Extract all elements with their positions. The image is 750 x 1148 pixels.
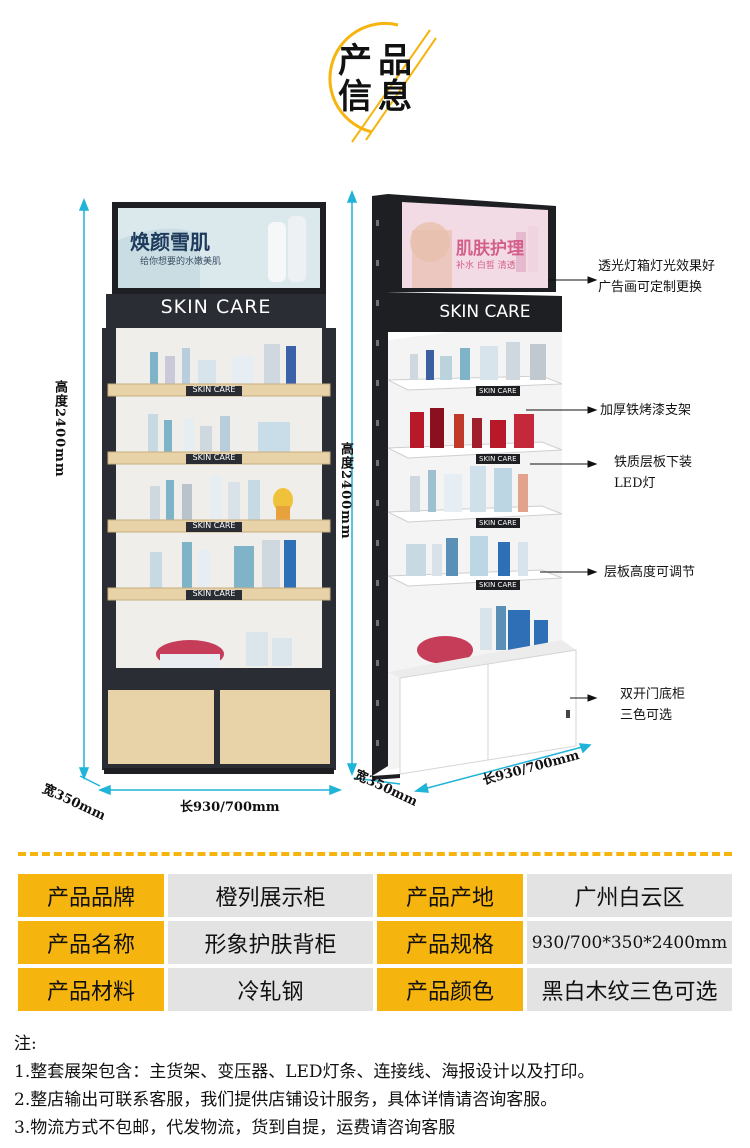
spec-value: 930/700*350*2400mm: [527, 921, 732, 964]
left-poster-subtitle: 给你想要的水嫩美肌: [140, 257, 222, 267]
right-top-sign: SKIN CARE: [439, 302, 531, 322]
spec-key: 产品产地: [377, 874, 523, 917]
callout-shelf-led: 铁质层板下装 LED灯: [614, 452, 692, 494]
right-poster-subtitle: 补水 白皙 清透: [456, 261, 516, 271]
callout-line: 三色可选: [620, 708, 673, 723]
callout-lightbox: 透光灯箱灯光效果好 广告画可定制更换: [598, 256, 715, 298]
header-title-char: 息: [378, 77, 412, 117]
header-title-char: 品: [378, 41, 412, 81]
header-title-char: 产: [338, 41, 372, 81]
right-shelf-label: SKIN CARE: [476, 580, 520, 590]
header-title-char: 信: [338, 77, 372, 117]
right-cabinet-drawing: [346, 189, 598, 793]
callout-line: 双开门底柜: [620, 687, 686, 702]
callout-line: 铁质层板下装: [614, 455, 693, 470]
spec-value: 黑白木纹三色可选: [527, 968, 732, 1011]
callout-bracket: 加厚铁烤漆支架: [600, 400, 691, 421]
right-poster-title: 肌肤护理: [456, 239, 524, 259]
spec-key: 产品颜色: [377, 968, 523, 1011]
spec-value: 广州白云区: [527, 874, 732, 917]
right-height-label: 高度2400mm: [338, 442, 353, 540]
callout-line: LED灯: [614, 476, 656, 491]
callout-line: 层板高度可调节: [604, 565, 696, 580]
section-header: 产 品 信 息: [0, 0, 750, 160]
spec-table: 产品品牌 橙列展示柜 产品产地 广州白云区 产品名称 形象护肤背柜 产品规格 9…: [14, 870, 736, 1015]
callout-line: 广告画可定制更换: [598, 280, 703, 295]
callout-base-cabinet: 双开门底柜 三色可选: [620, 684, 685, 726]
left-height-label: 高度2400mm: [52, 380, 67, 478]
notes-section: 注: 1.整套展架包含：主货架、变压器、LED灯条、连接线、海报设计以及打印。 …: [14, 1030, 744, 1142]
spec-key: 产品材料: [18, 968, 164, 1011]
right-cabinet-illustration: 肌肤护理 补水 白皙 清透 SKIN CARE SKIN CARE SKIN C…: [330, 180, 750, 840]
table-row: 产品材料 冷轧钢 产品颜色 黑白木纹三色可选: [18, 968, 732, 1011]
left-cabinet-drawing: [78, 197, 343, 796]
right-shelf-label: SKIN CARE: [476, 386, 520, 396]
spec-value: 形象护肤背柜: [168, 921, 373, 964]
notes-heading: 注:: [14, 1034, 37, 1054]
callout-line: 透光灯箱灯光效果好: [598, 259, 716, 274]
note-item: 2.整店输出可联系客服，我们提供店铺设计服务，具体详情请咨询客服。: [14, 1090, 558, 1110]
note-item: 3.物流方式不包邮，代发物流，货到自提，运费请咨询客服: [14, 1118, 456, 1138]
left-cabinet-illustration: 焕颜雪肌 给你想要的水嫩美肌 SKIN CARE SKIN CARE SKIN …: [0, 180, 360, 840]
left-shelf-label: SKIN CARE: [192, 453, 236, 462]
spec-key: 产品名称: [18, 921, 164, 964]
spec-value: 橙列展示柜: [168, 874, 373, 917]
note-item: 1.整套展架包含：主货架、变压器、LED灯条、连接线、海报设计以及打印。: [14, 1062, 595, 1082]
left-shelf-label: SKIN CARE: [192, 385, 236, 394]
spec-value: 冷轧钢: [168, 968, 373, 1011]
header-ring-decoration: [328, 21, 437, 143]
table-row: 产品品牌 橙列展示柜 产品产地 广州白云区: [18, 874, 732, 917]
spec-key: 产品规格: [377, 921, 523, 964]
right-shelf-label: SKIN CARE: [476, 518, 520, 528]
left-shelf-label: SKIN CARE: [192, 589, 236, 598]
left-shelf-label: SKIN CARE: [192, 521, 236, 530]
left-poster-title: 焕颜雪肌: [130, 230, 210, 254]
callout-adjustable: 层板高度可调节: [604, 562, 695, 583]
right-shelf-label: SKIN CARE: [476, 454, 520, 464]
spec-key: 产品品牌: [18, 874, 164, 917]
table-row: 产品名称 形象护肤背柜 产品规格 930/700*350*2400mm: [18, 921, 732, 964]
callout-line: 加厚铁烤漆支架: [600, 403, 692, 418]
left-length-label: 长930/700mm: [180, 800, 280, 815]
left-top-sign: SKIN CARE: [160, 296, 272, 318]
dashed-divider: [18, 852, 732, 856]
